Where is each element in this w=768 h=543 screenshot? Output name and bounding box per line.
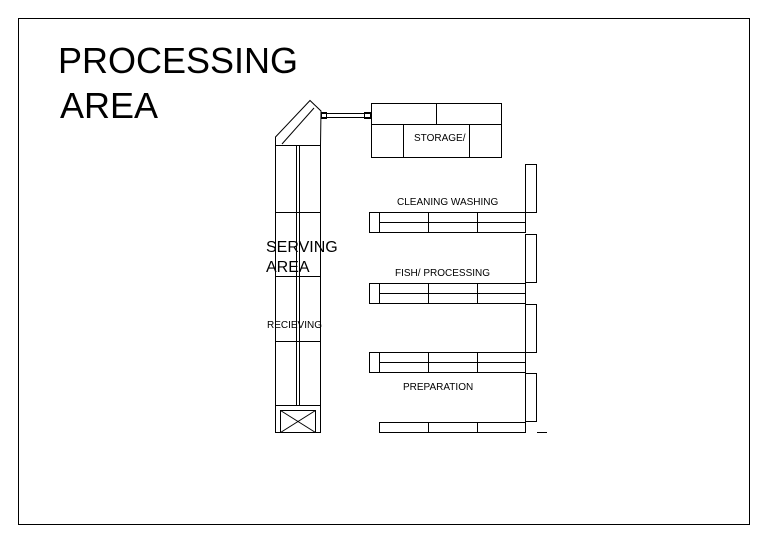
page-title-line1: PROCESSING <box>58 40 299 81</box>
table-prep-upper <box>369 352 526 373</box>
storage-unit <box>371 103 502 158</box>
label-serving-line2: AREA <box>266 259 310 276</box>
label-serving-line1: SERVING <box>266 239 338 256</box>
page-title-line2: AREA <box>60 85 159 126</box>
table-fish-processing <box>369 283 526 304</box>
angled-counter <box>275 99 322 146</box>
sheet-border <box>18 18 750 525</box>
right-wall <box>525 164 547 433</box>
bin-symbol <box>280 410 316 433</box>
label-fish-processing: FISH/ PROCESSING <box>395 268 491 279</box>
label-storage: STORAGE/ <box>414 133 466 144</box>
label-receiving: RECIEVING <box>267 320 323 331</box>
table-preparation <box>379 422 526 433</box>
label-cleaning-washing: CLEANING WASHING <box>397 197 499 208</box>
serving-counter <box>275 145 321 433</box>
table-cleaning-washing <box>369 212 526 233</box>
connector-pipe <box>321 112 371 119</box>
label-preparation: PREPARATION <box>403 382 474 393</box>
